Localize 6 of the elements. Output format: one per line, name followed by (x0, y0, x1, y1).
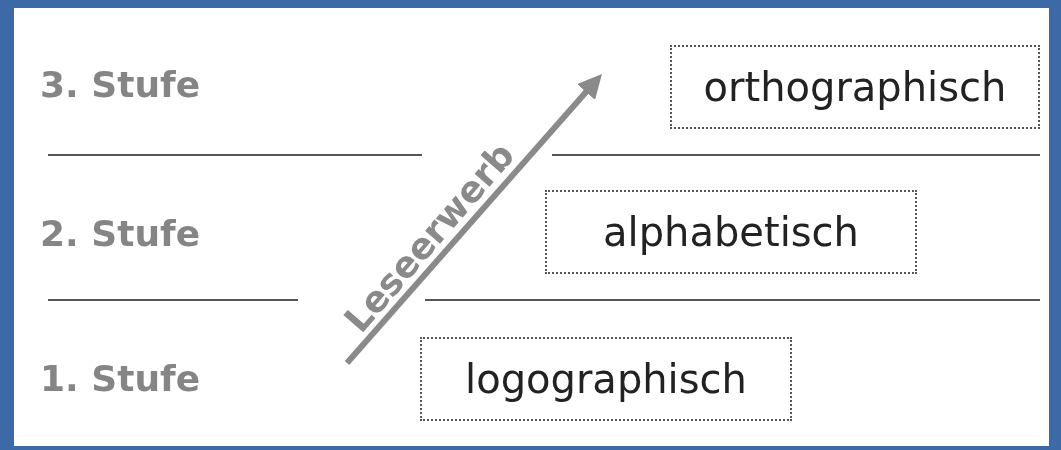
stage-label: 3. Stufe (40, 64, 201, 105)
stage-box: logographisch (420, 337, 792, 421)
stage-box: alphabetisch (545, 190, 917, 274)
stage-label: 1. Stufe (40, 358, 201, 399)
stage-box: orthographisch (670, 45, 1040, 129)
stage-label: 2. Stufe (40, 213, 201, 254)
